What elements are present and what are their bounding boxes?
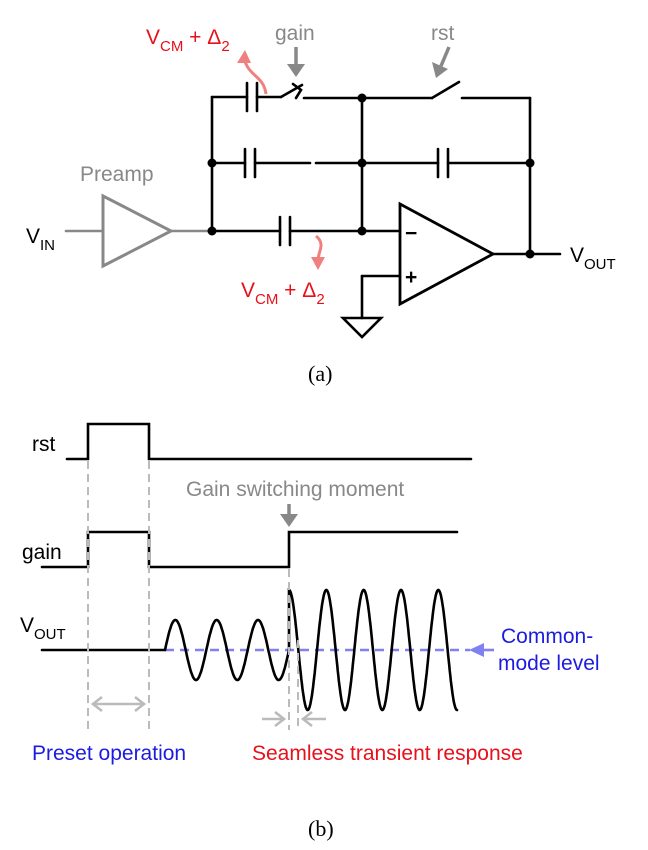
opamp-minus: − <box>405 222 417 245</box>
junction-dot <box>207 226 217 236</box>
junction-dot <box>207 158 217 168</box>
common-mode-label-line2: mode level <box>498 652 600 675</box>
vcm-bottom-label: VCM + Δ2 <box>241 279 325 308</box>
ground-symbol <box>339 316 385 339</box>
gain-switching-label: Gain switching moment <box>186 478 404 501</box>
seamless-transient-label: Seamless transient response <box>252 742 523 765</box>
junction-dot <box>357 226 367 236</box>
seamless-arrow-left-head <box>274 710 287 728</box>
vin-label: VIN <box>26 225 55 254</box>
seamless-arrow-right-head <box>300 710 313 728</box>
preset-arrow-left-head <box>90 695 103 713</box>
vout-label: VOUT <box>570 244 616 273</box>
gain-waveform <box>40 530 459 569</box>
gain-switch-arrow-head <box>280 514 298 527</box>
caption-b: (b) <box>308 816 334 841</box>
vcm-top-label: VCM + Δ2 <box>146 26 230 55</box>
timing-diagram: rst gain Gain switching moment VOUT <box>20 422 600 841</box>
vcm-bottom-arrow-head <box>311 257 325 270</box>
common-mode-arrow-head <box>469 643 484 657</box>
rst-label: rst <box>431 22 454 45</box>
vout-signal-label: VOUT <box>20 614 66 643</box>
opamp-plus: + <box>405 266 417 289</box>
preset-arrow-right-head <box>134 695 147 713</box>
rst-waveform <box>65 422 473 461</box>
junction-dot <box>357 93 367 103</box>
rst-arrow-head <box>432 62 448 78</box>
preamp-triangle <box>101 193 175 269</box>
rst-arrow-shaft <box>439 46 451 67</box>
rst-signal-label: rst <box>32 433 55 456</box>
rst-switch-blade <box>430 80 461 100</box>
preamp-label: Preamp <box>80 163 154 186</box>
vout-waveform <box>40 587 459 712</box>
gain-switch-tick <box>291 82 303 100</box>
vcm-bottom-arrow <box>314 234 323 261</box>
vcm-top-arrow-head <box>237 50 251 63</box>
circuit-diagram: VIN Preamp <box>26 22 616 386</box>
caption-a: (a) <box>308 361 332 386</box>
junction-dot <box>525 158 535 168</box>
common-mode-label-line1: Common- <box>501 625 593 648</box>
junction-dot <box>525 249 535 259</box>
gain-arrow-head <box>287 64 305 77</box>
preset-operation-label: Preset operation <box>32 742 186 765</box>
junction-dot <box>357 158 367 168</box>
gain-signal-label: gain <box>22 541 62 564</box>
gain-label: gain <box>275 22 315 45</box>
opamp-triangle <box>398 201 496 307</box>
